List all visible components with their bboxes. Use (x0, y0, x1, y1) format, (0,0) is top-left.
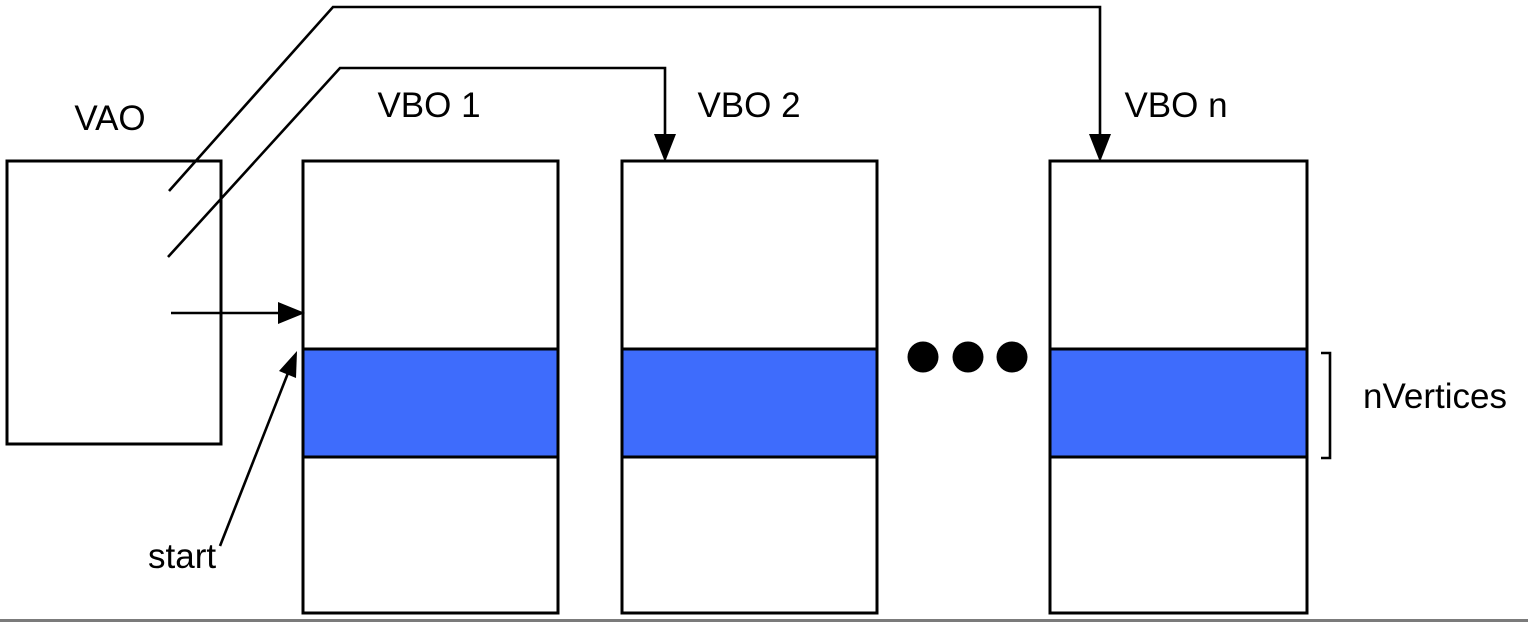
vbon-label: VBO n (1124, 86, 1227, 125)
vbon-highlight-band (1048, 347, 1309, 459)
vbo2-label: VBO 2 (697, 86, 800, 125)
vao-label: VAO (74, 99, 145, 138)
ellipsis-icon (907, 341, 1028, 373)
nvertices-label: nVertices (1363, 377, 1507, 416)
vao-box (5, 159, 223, 446)
pointer-line-vbo-2 (167, 66, 667, 258)
vbo1-label: VBO 1 (377, 86, 480, 125)
vbo2-highlight-band (620, 347, 879, 459)
bottom-border (0, 619, 1528, 622)
arrowhead-vbo-2-icon (654, 134, 676, 162)
start-arrowhead-icon (279, 351, 297, 378)
start-arrow-line (218, 372, 290, 547)
start-label: start (148, 537, 216, 576)
vbo1-highlight-band (301, 347, 560, 459)
nvertices-bracket (1321, 351, 1332, 460)
arrowhead-vbo-n-icon (1089, 134, 1111, 162)
pointer-line-vbo-n (168, 5, 1102, 192)
arrowhead-vbo-1-icon (278, 302, 305, 324)
